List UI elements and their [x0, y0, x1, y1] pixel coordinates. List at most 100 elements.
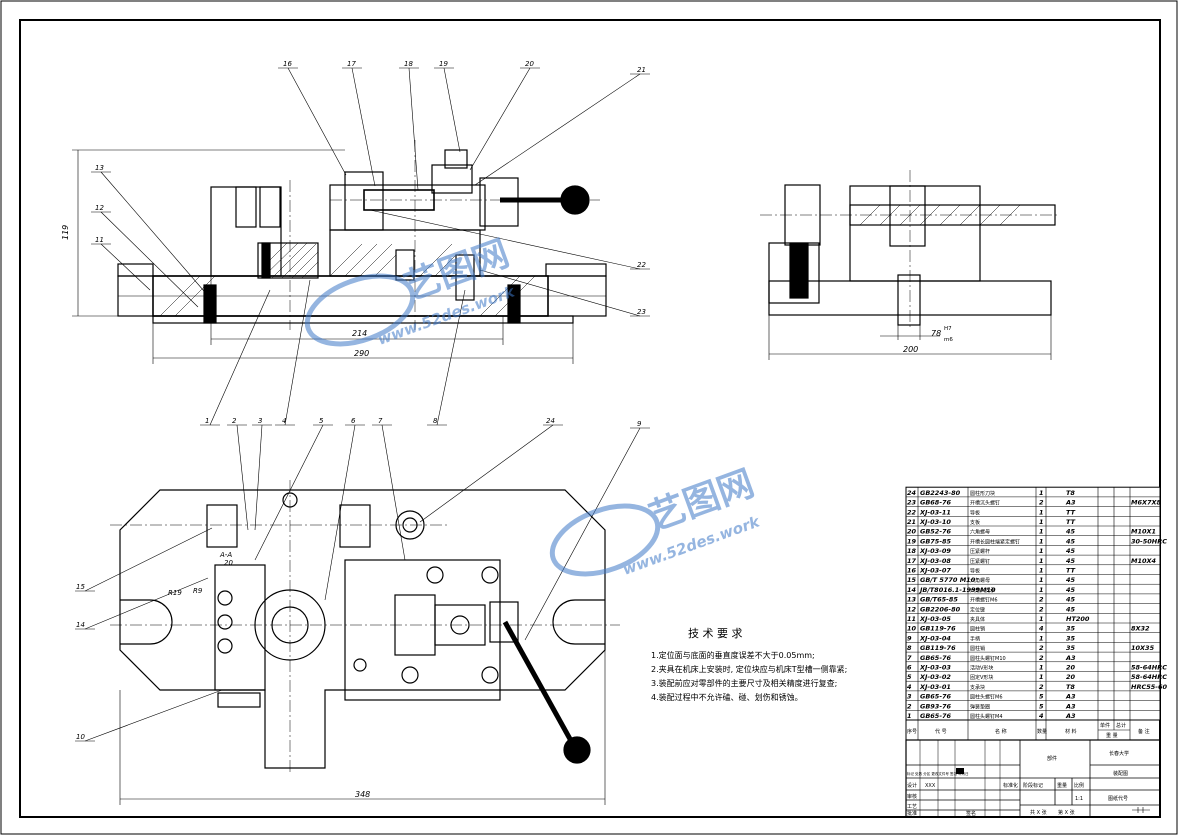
bom-cell-name: 圆柱销	[970, 626, 985, 633]
bom-cell-mat: TT	[1066, 508, 1076, 516]
plan-view	[110, 480, 620, 805]
bom-cell-mat: 35	[1066, 634, 1076, 642]
bom-cell-mat: 45	[1066, 605, 1076, 613]
bom-cell-code: XJ-03-10	[919, 518, 951, 526]
bom-cell-mat: 35	[1066, 625, 1076, 633]
callout-20: 20	[525, 60, 534, 68]
bom-cell-name: 开槽沉头螺钉	[970, 500, 1000, 507]
bom-cell-name: 圆柱头螺钉M10	[970, 655, 1006, 662]
bom-cell-name: 固定V形块	[970, 674, 993, 681]
callout-10: 10	[76, 733, 85, 741]
tech-line-3: 3.装配前应对零部件的主要尺寸及相关精度进行复查;	[651, 678, 837, 688]
dim-fit-78: 78	[931, 329, 941, 338]
bom-cell-name: 压紧螺钉	[970, 558, 990, 565]
callout-underlines-4	[227, 424, 272, 531]
callout-12: 12	[95, 204, 104, 212]
bom-cell-qty: 1	[1039, 673, 1044, 681]
bom-cell-code: XJ-03-03	[919, 664, 951, 672]
bom-cell-name: 圆柱形刀块	[970, 490, 995, 497]
bom-cell-qty: 1	[1039, 634, 1044, 642]
callout-6: 6	[351, 417, 356, 425]
callout-22: 22	[637, 261, 646, 269]
bom-cell-mat: A3	[1065, 702, 1076, 710]
bom-cell-mat: 35	[1066, 644, 1076, 652]
bom-cell-qty: 2	[1039, 605, 1044, 613]
callout-16: 16	[283, 60, 292, 68]
bom-cell-mat: 45	[1066, 576, 1076, 584]
callout-5: 5	[319, 417, 324, 425]
bom-cell-qty: 1	[1039, 547, 1044, 555]
dim-r9: R9	[193, 587, 203, 595]
bom-cell-name: 六角螺母	[970, 529, 990, 536]
callout-7: 7	[378, 417, 383, 425]
bom-h-note: 备 注	[1138, 728, 1150, 735]
bom-cell-qty: 5	[1039, 702, 1044, 710]
bom-cell-name: 六角头支承	[970, 587, 995, 594]
bom-cell-qty: 2	[1039, 596, 1044, 604]
title-block	[905, 739, 1161, 818]
bom-cell-no: 14	[907, 586, 917, 594]
tb-school: 长春大学	[1109, 750, 1129, 757]
bom-cell-code: XJ-03-11	[919, 508, 951, 516]
callout-15: 15	[76, 583, 85, 591]
bom-h-qty: 数量	[1037, 728, 1047, 735]
bom-cell-code: GB65-76	[920, 654, 952, 662]
bom-cell-no: 12	[907, 605, 917, 613]
tb-design-val: XXX	[925, 783, 936, 789]
bom-cell-mat: 45	[1066, 547, 1076, 555]
bom-cell-mat: 20	[1066, 664, 1076, 672]
dim-214: 214	[352, 329, 367, 338]
section-dim: 20	[224, 559, 233, 567]
bom-cell-mat: 45	[1066, 528, 1076, 536]
tb-revise: 标记 处数 分区 更改文件号 签名 年月日	[907, 771, 969, 776]
callout-8: 8	[433, 417, 438, 425]
tb-weight: 重量	[1057, 782, 1067, 789]
bom-cell-mat: TT	[1066, 518, 1076, 526]
bom-cell-qty: 1	[1039, 489, 1044, 497]
tb-approve: 批准	[907, 810, 917, 817]
bom-cell-name: 定位键	[970, 606, 985, 613]
bom-cell-code: GB65-76	[920, 712, 952, 720]
section-label: A-A	[219, 551, 232, 559]
bom-cell-qty: 1	[1039, 586, 1044, 594]
callout-23: 23	[637, 308, 646, 316]
bom-cell-name: 导板	[970, 568, 980, 575]
bom-cell-qty: 1	[1039, 537, 1044, 545]
bom-cell-name: 支承块	[970, 684, 985, 691]
bom-cell-code: GB75-85	[920, 537, 952, 545]
bom-h-wt1: 单件	[1100, 722, 1110, 729]
bom-cell-no: 22	[907, 508, 917, 516]
bom-h-code: 代 号	[935, 728, 947, 735]
tech-title: 技 术 要 求	[688, 627, 743, 640]
bom-cell-name: 六角螺母	[970, 577, 990, 584]
bom-cell-qty: 1	[1039, 664, 1044, 672]
bom-cell-code: GB2243-80	[920, 489, 961, 497]
dim-200: 200	[903, 345, 918, 354]
bom-cell-qty: 1	[1039, 576, 1044, 584]
bom-cell-no: 21	[907, 518, 916, 526]
tb-scale-val: 1:1	[1075, 796, 1083, 802]
bom-cell-note: M10X4	[1131, 557, 1157, 565]
bom-cell-code: GB93-76	[920, 702, 952, 710]
callout-21: 21	[637, 66, 646, 74]
bom-cell-qty: 2	[1039, 654, 1044, 662]
bom-cell-no: 15	[907, 576, 917, 584]
bom-cell-qty: 1	[1039, 508, 1044, 516]
bom-h-mat: 材 料	[1065, 728, 1077, 735]
bom-cell-mat: 20	[1066, 673, 1076, 681]
bom-cell-qty: 1	[1039, 567, 1044, 575]
bom-cell-mat: A3	[1065, 654, 1076, 662]
bom-cell-no: 13	[907, 596, 917, 604]
bom-cell-mat: A3	[1065, 693, 1076, 701]
callout-1: 1	[205, 417, 209, 425]
bom-cell-mat: 45	[1066, 596, 1076, 604]
bom-cell-note: 58-64HRC	[1131, 664, 1167, 672]
bom-cell-no: 8	[907, 644, 912, 652]
bom-cell-name: 开槽螺钉M6	[970, 597, 998, 604]
bom-cell-name: 支板	[970, 519, 980, 526]
bom-cell-no: 10	[907, 625, 917, 633]
tech-line-4: 4.装配过程中不允许磕、碰、划伤和锈蚀。	[651, 692, 803, 702]
tech-line-2: 2.夹具在机床上安装时, 定位块应与机床T型槽一侧靠紧;	[651, 664, 847, 674]
bom-cell-qty: 5	[1039, 693, 1044, 701]
bom-cell-code: GB52-76	[920, 528, 952, 536]
